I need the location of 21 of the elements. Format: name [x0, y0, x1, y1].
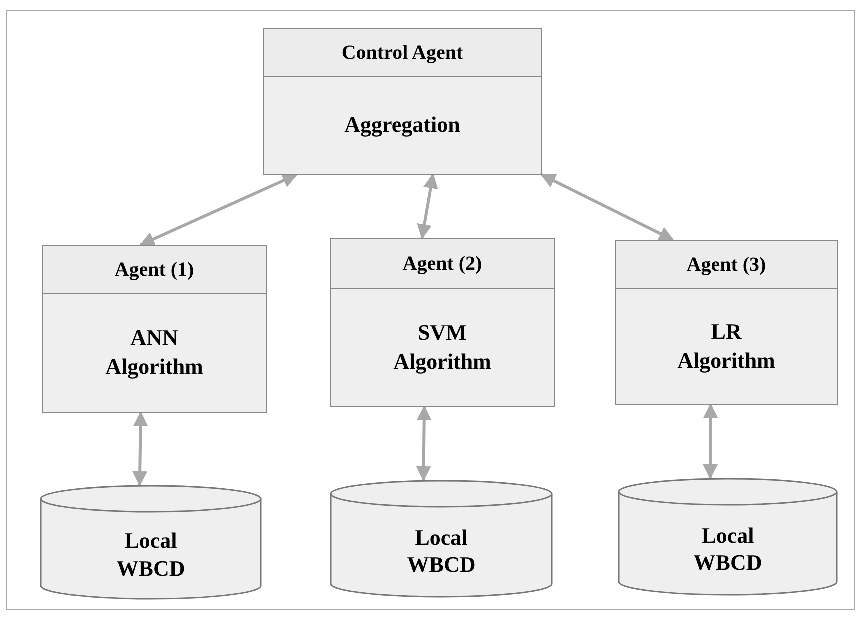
agent-box	[615, 240, 838, 405]
cylinder-label: Local WBCD	[406, 524, 477, 578]
double-arrow	[417, 174, 438, 240]
header-title: Agent (1)	[114, 258, 194, 282]
header-title: Agent (3)	[686, 252, 766, 278]
cylinder-label: Local WBCD	[116, 527, 186, 582]
double-arrow	[416, 406, 432, 482]
box-body-text: LR Algorithm	[678, 318, 776, 372]
double-arrow	[132, 412, 148, 486]
double-arrow	[140, 174, 298, 246]
agent-box	[330, 238, 555, 407]
double-arrow	[540, 174, 674, 242]
cylinder-label: Local WBCD	[692, 522, 764, 576]
agent-box	[263, 28, 542, 175]
header-title: Agent (2)	[402, 252, 482, 276]
agent-box	[42, 245, 267, 413]
box-body-text: SVM Algorithm	[394, 320, 492, 374]
box-body-text: ANN Algorithm	[106, 325, 204, 379]
header-title: Control Agent	[342, 40, 464, 66]
double-arrow	[703, 404, 718, 480]
box-body-text: Aggregation	[344, 112, 460, 137]
